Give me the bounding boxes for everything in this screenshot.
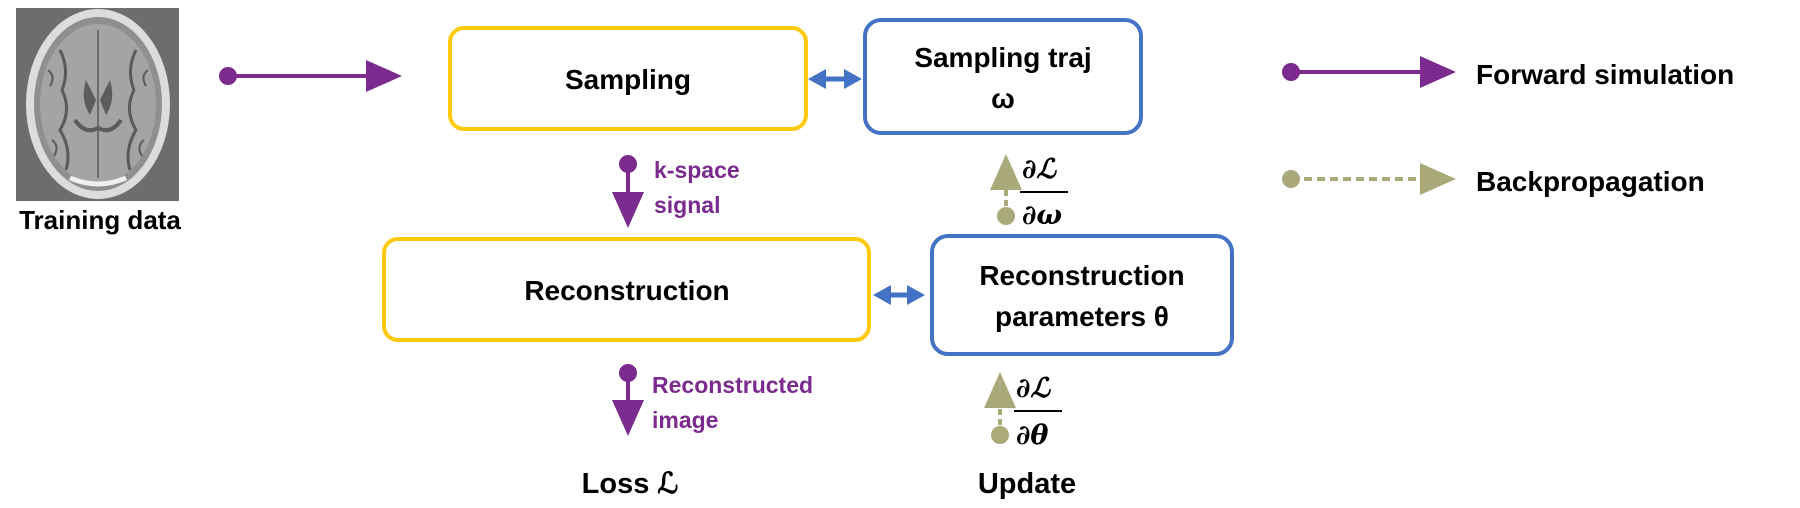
omega-symbol: ω <box>991 83 1015 114</box>
sampling-node: Sampling <box>448 26 808 131</box>
legend-forward-arrow <box>1282 56 1456 88</box>
bidir-arrow-sampling <box>808 69 862 89</box>
forward-arrow-kspace <box>612 155 644 228</box>
update-label: Update <box>978 468 1076 500</box>
legend: Forward simulation Backpropagation <box>1282 56 1734 197</box>
recon-params-line1: Reconstruction <box>979 260 1184 291</box>
recon-params-line2: parameters θ <box>995 301 1169 332</box>
forward-arrow-recon-image <box>612 364 644 436</box>
recon-params-node: Reconstruction parameters θ <box>930 234 1234 356</box>
reconstruction-node: Reconstruction <box>382 237 871 342</box>
grad-theta-denominator: ∂θ <box>1016 420 1048 451</box>
backprop-arrow-theta <box>984 372 1016 444</box>
backprop-arrow-omega <box>990 154 1022 225</box>
kspace-label-line2: signal <box>654 192 720 218</box>
recon-image-label-line2: image <box>652 407 718 433</box>
forward-arrow-input <box>219 60 402 92</box>
sampling-traj-label: Sampling traj <box>914 42 1091 73</box>
legend-backprop-label: Backpropagation <box>1476 166 1705 197</box>
sampling-traj-node: Sampling traj ω <box>863 18 1143 135</box>
reconstruction-label: Reconstruction <box>524 275 729 306</box>
brain-mri-image <box>16 8 179 201</box>
bidir-arrow-recon <box>873 285 925 305</box>
grad-theta-numerator: ∂ℒ <box>1016 373 1051 404</box>
sampling-label: Sampling <box>565 64 691 95</box>
loss-label: Loss ℒ <box>582 468 679 500</box>
grad-omega-numerator: ∂ℒ <box>1022 154 1057 185</box>
legend-backprop-arrow <box>1282 163 1456 195</box>
grad-omega-denominator: ∂ω <box>1022 200 1062 231</box>
kspace-label-line1: k-space <box>654 157 740 183</box>
legend-forward-label: Forward simulation <box>1476 59 1734 90</box>
training-data-label: Training data <box>19 205 181 235</box>
recon-image-label-line1: Reconstructed <box>652 372 813 398</box>
